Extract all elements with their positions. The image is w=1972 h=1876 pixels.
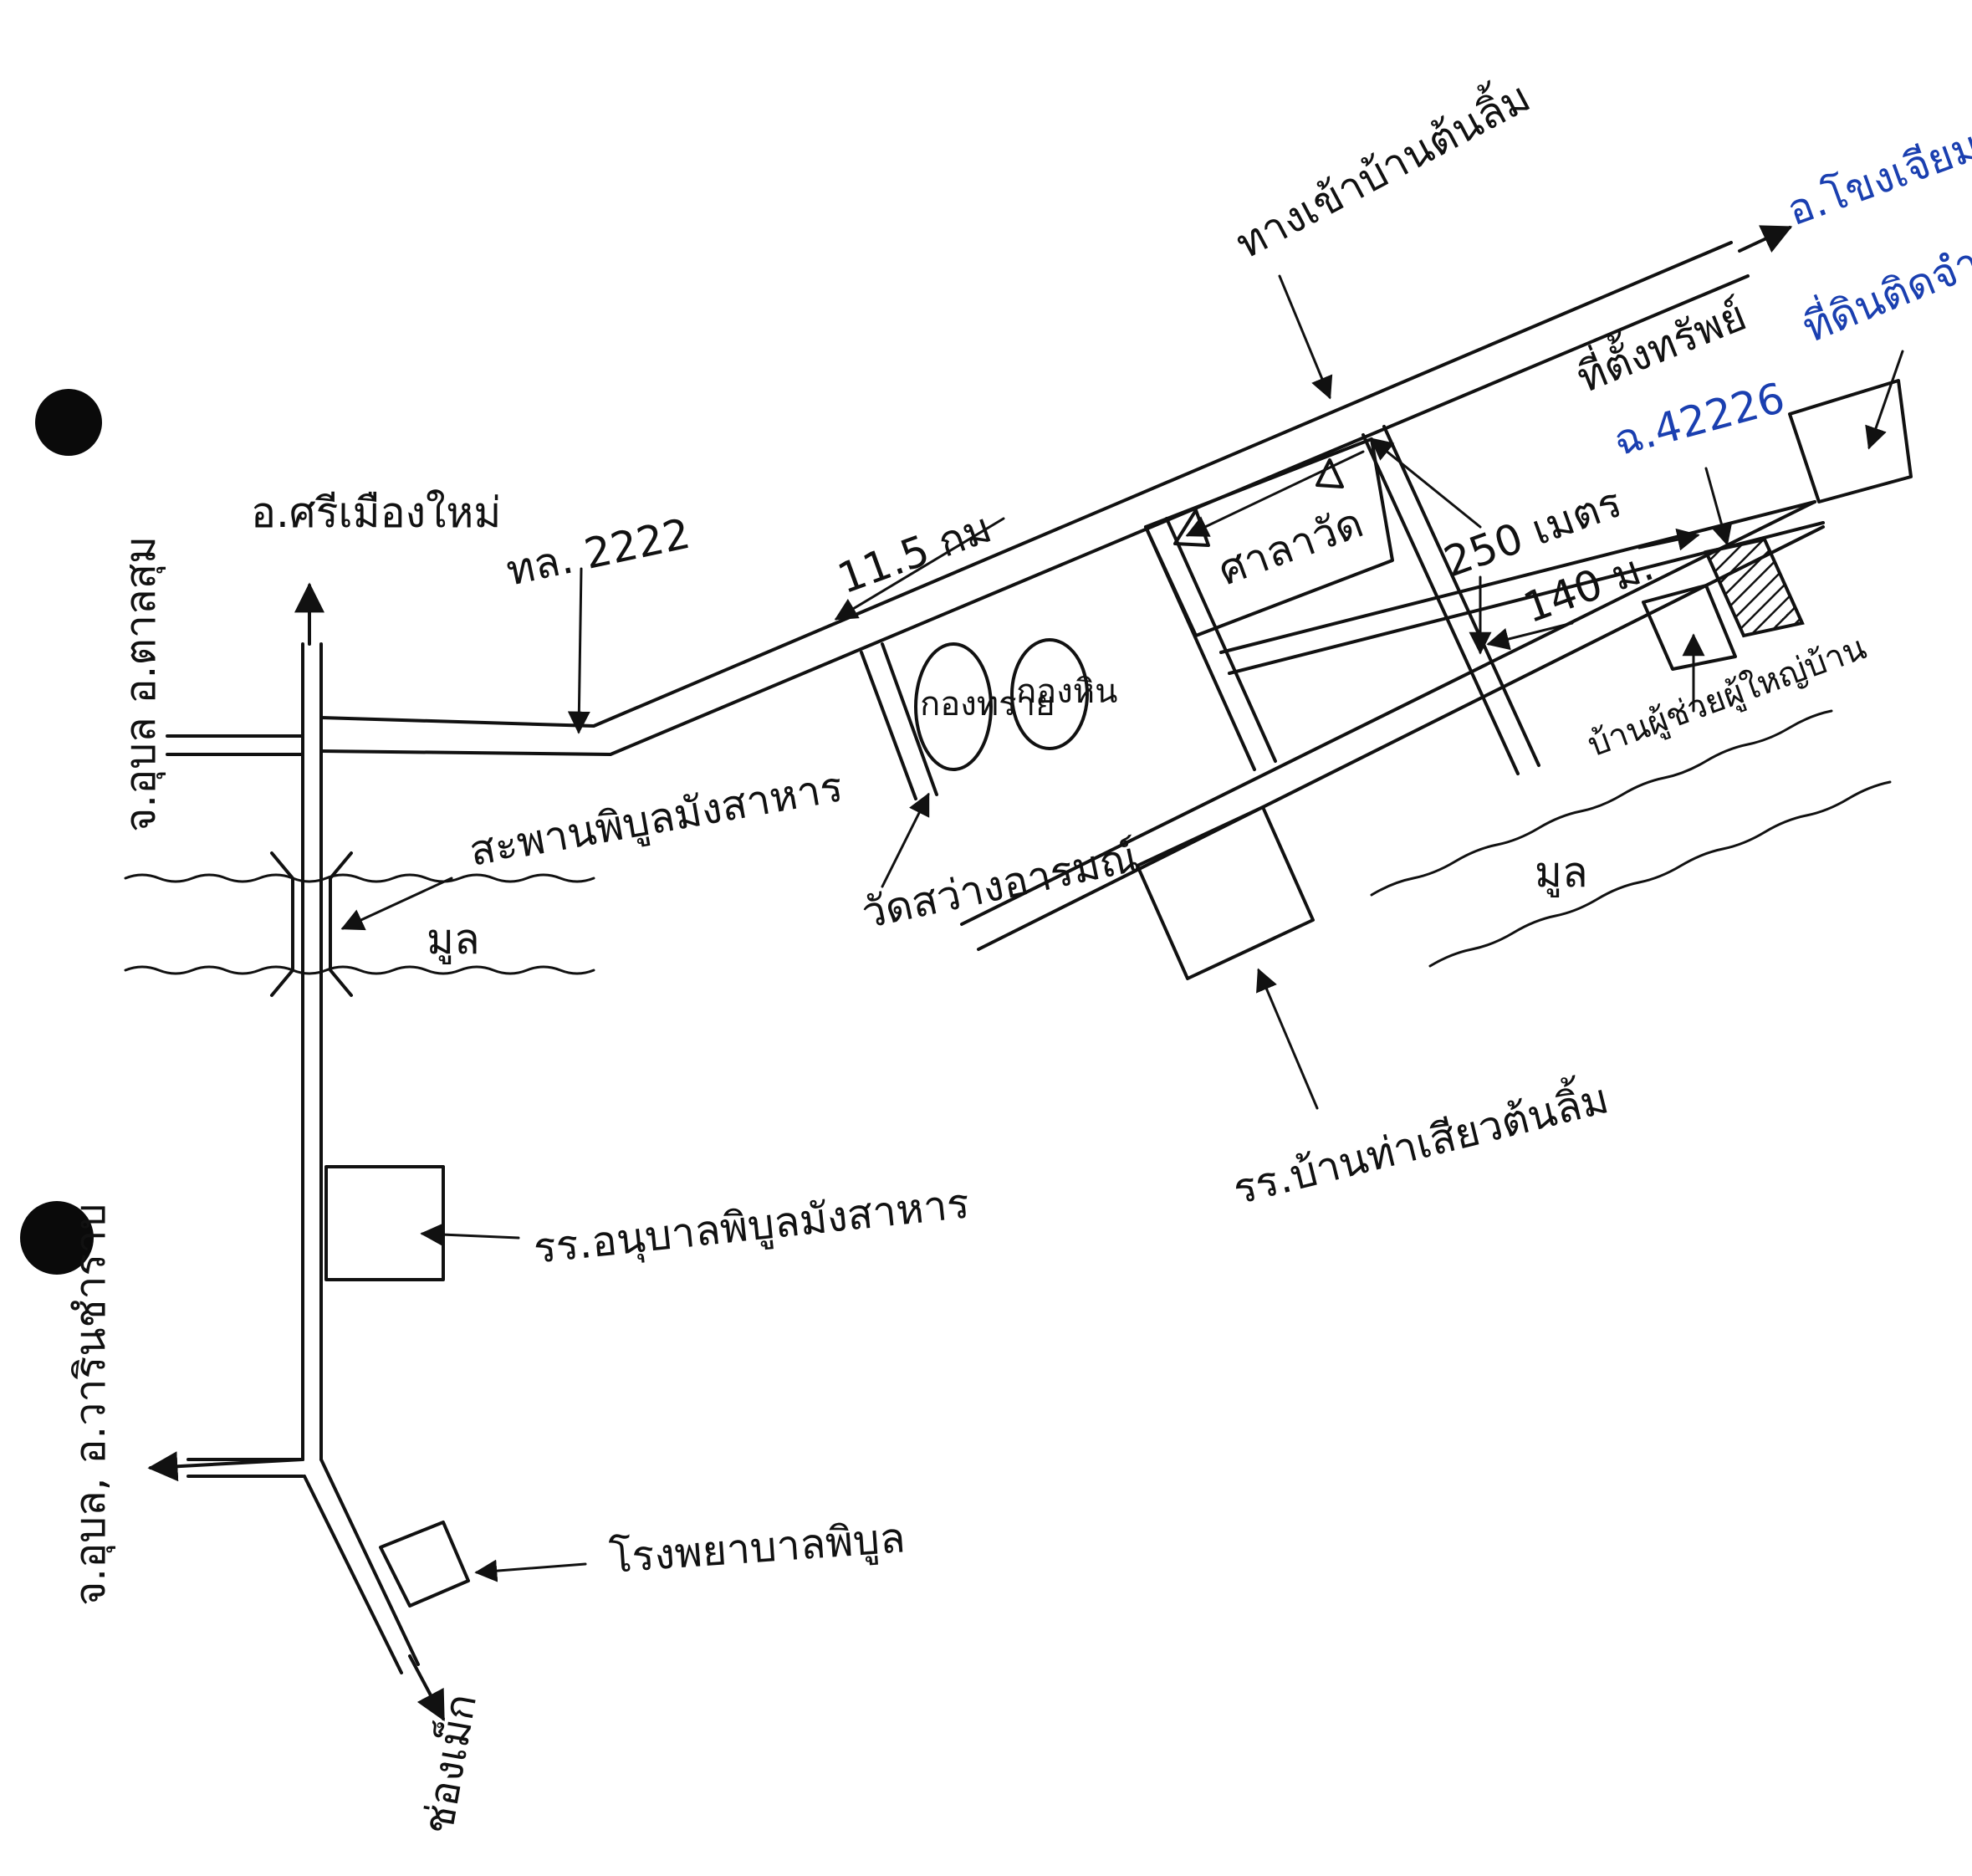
label-deed-no: ฉ.42226	[1608, 373, 1790, 465]
road-left-west	[166, 734, 304, 756]
label-sri-mueang-mai: อ.ศรีเมืองใหม่	[251, 488, 501, 537]
school-ban-tha-compound	[1136, 805, 1315, 980]
label-village-house: บ้านผู้ช่วยผู้ใหญ่บ้าน	[1582, 627, 1871, 764]
stone-pile	[1010, 638, 1089, 750]
label-mun-river-right: มูล	[1535, 848, 1588, 897]
adjacent-land-parcel	[1788, 379, 1913, 504]
sala-wat-compound	[1144, 437, 1394, 637]
label-khong-chiam: อ.โขงเจียม	[1780, 121, 1972, 236]
main-road-vertical	[294, 582, 324, 1461]
label-entrance-ban-ton-lim: ทางเข้าบ้านต้นลิ้ม	[1225, 68, 1538, 268]
mun-river-right	[1370, 709, 1892, 968]
neighbor-parcel	[1642, 584, 1737, 671]
hospital-building	[379, 1521, 470, 1608]
mun-river-left	[124, 873, 595, 975]
label-kong-sai: กองทราย	[920, 685, 1055, 723]
sand-pile	[914, 642, 993, 771]
label-mun-river-left: มูล	[427, 915, 480, 964]
label-left-bottom: จ.อุบล, อ.วารินชำราบ	[66, 1204, 115, 1606]
label-bridge: สะพานพิบูลมังสาหาร	[466, 762, 846, 877]
label-chong-mek: ช่องเม็ก	[413, 1690, 486, 1838]
bridge	[270, 851, 353, 997]
label-adjacent-land: ที่ดินติดจำยอม	[1795, 205, 1972, 352]
label-kindergarten: รร.อนุบาลพิบูลมังสาหาร	[531, 1179, 972, 1274]
label-property-location: ที่ตั้งทรัพย์	[1568, 285, 1753, 402]
label-tl-2222: ทล. 2222	[502, 509, 694, 596]
punch-hole-icon	[35, 389, 102, 456]
kindergarten-building	[324, 1165, 445, 1281]
label-left-top: จ.อุบล อ.ตาลสุม	[116, 536, 166, 832]
label-hospital: โรงพยาบาลพิบูล	[608, 1513, 907, 1583]
label-kong-hin: กองหิน	[1016, 672, 1117, 711]
label-school-ban-tha: รร.บ้านท่าเสียวต้นลิ้ม	[1227, 1068, 1613, 1214]
side-lanes	[860, 425, 1825, 800]
village-road	[960, 500, 1825, 951]
hatched-parcel-icon	[1704, 537, 1805, 638]
arrow-icon	[340, 274, 1904, 1582]
road-bottom	[147, 1451, 445, 1722]
punch-hole-icon	[20, 1201, 94, 1275]
triangle-marker-icon	[1316, 458, 1344, 488]
highway-2222	[319, 225, 1793, 756]
